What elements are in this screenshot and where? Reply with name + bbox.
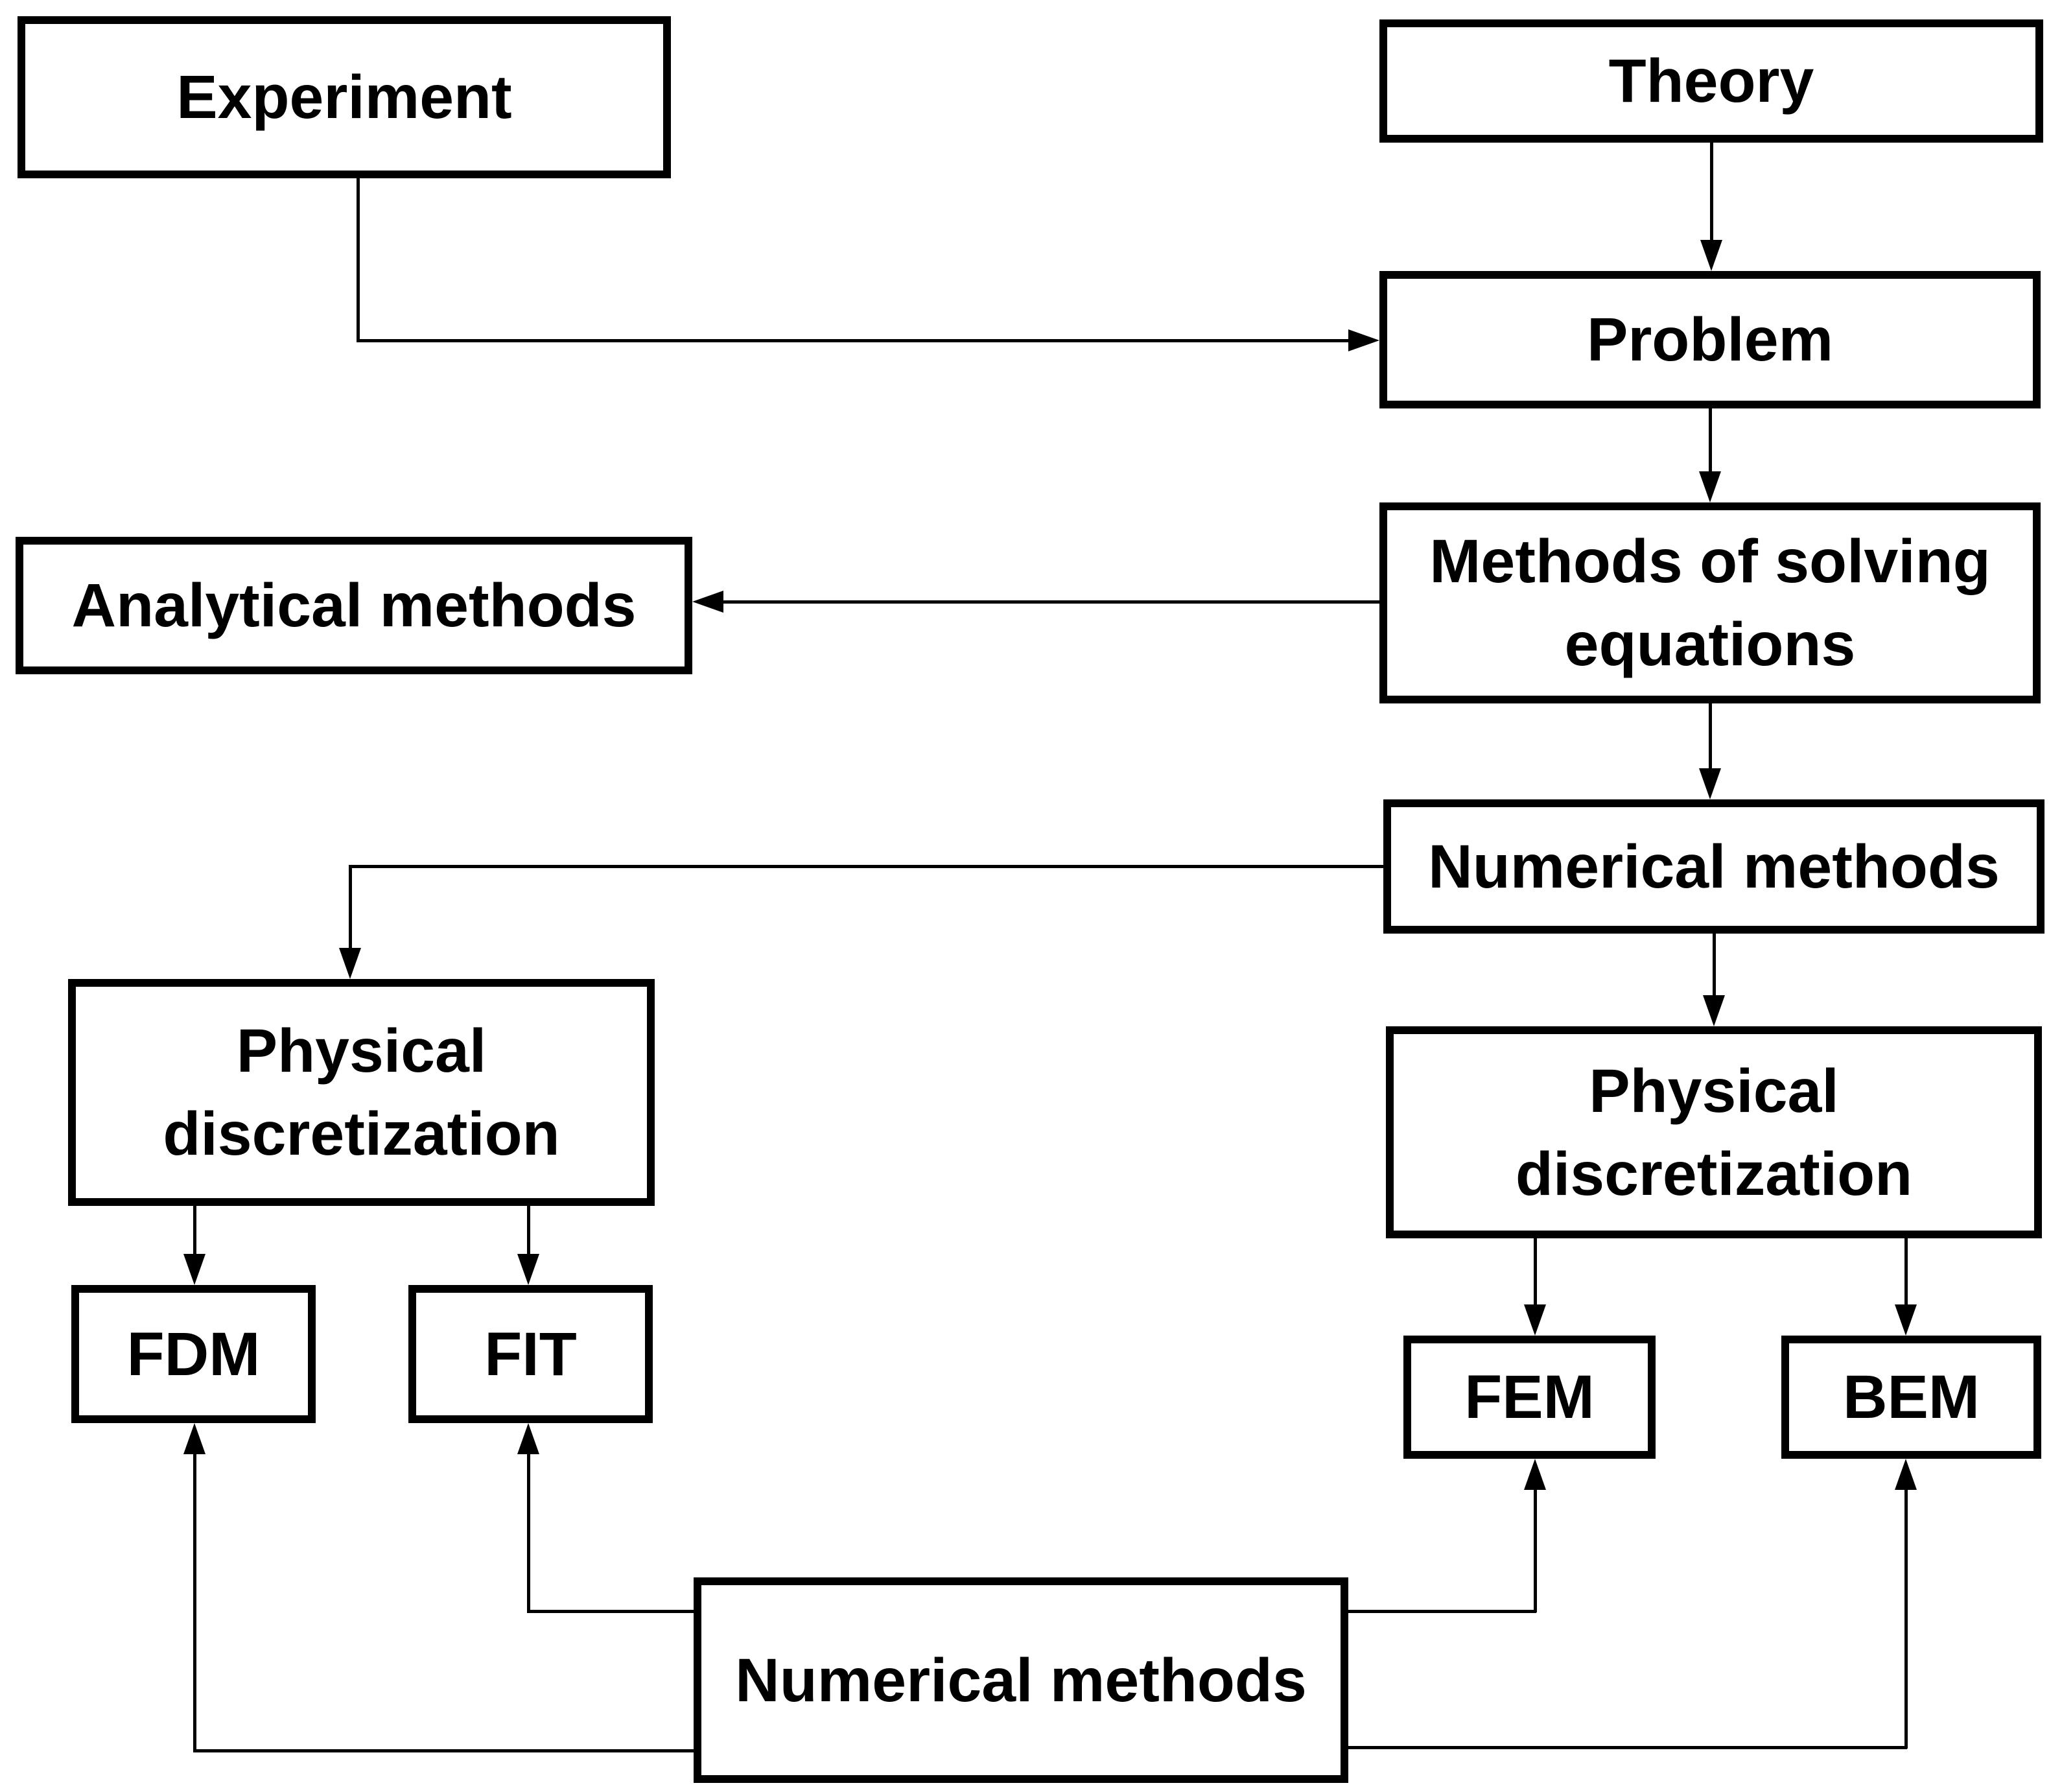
node-physical-discretization-left-label-line1: Physical xyxy=(236,1017,487,1085)
edge-physright-fem-stem xyxy=(1534,1238,1537,1306)
node-fem-label: FEM xyxy=(1464,1363,1595,1432)
edge-numbottom-fem-stem-vertical xyxy=(1534,1489,1537,1612)
edge-numbottom-bem-stem-vertical xyxy=(1904,1489,1908,1749)
edge-experiment-problem-stem-vertical xyxy=(357,178,360,340)
edge-numbottom-fdm-stem-horizontal xyxy=(193,1749,694,1752)
node-analytical-methods: Analytical methods xyxy=(16,537,692,674)
edge-theory-problem-arrowhead xyxy=(1700,240,1722,271)
edge-methods-numerical-arrowhead xyxy=(1699,768,1721,799)
edge-physleft-fit-arrowhead xyxy=(517,1254,539,1285)
node-fit-label: FIT xyxy=(484,1319,577,1389)
edge-numerical-physleft-arrowhead xyxy=(339,948,361,979)
node-fem: FEM xyxy=(1403,1336,1656,1459)
node-bem: BEM xyxy=(1781,1336,2041,1459)
node-theory: Theory xyxy=(1379,19,2043,143)
edge-numbottom-fdm-arrowhead xyxy=(183,1423,205,1454)
node-physical-discretization-right: Physical discretization xyxy=(1386,1026,2042,1238)
edge-methods-analytical-arrowhead xyxy=(692,591,723,613)
node-analytical-methods-label: Analytical methods xyxy=(71,571,637,640)
node-fdm-label: FDM xyxy=(126,1319,261,1389)
node-physical-discretization-right-label-line2: discretization xyxy=(1515,1139,1913,1208)
edge-numbottom-bem-stem-horizontal xyxy=(1348,1746,1907,1749)
edge-numbottom-fit-stem-horizontal xyxy=(527,1610,694,1613)
node-numerical-methods-bottom: Numerical methods xyxy=(694,1577,1348,1783)
node-bem-label: BEM xyxy=(1842,1363,1980,1432)
edge-physright-fem-arrowhead xyxy=(1524,1304,1546,1336)
node-problem-label: Problem xyxy=(1586,305,1834,374)
node-problem: Problem xyxy=(1379,271,2041,408)
edge-methods-analytical-stem xyxy=(722,600,1379,604)
node-physical-discretization-left: Physical discretization xyxy=(68,979,655,1206)
edge-numerical-physleft-stem-horizontal xyxy=(349,865,1383,868)
node-experiment-label: Experiment xyxy=(176,63,512,132)
node-methods-of-solving-equations-label-line2: equations xyxy=(1564,610,1856,679)
node-numerical-methods-bottom-label: Numerical methods xyxy=(735,1645,1307,1715)
node-methods-of-solving-equations-label-line1: Methods of solving xyxy=(1429,527,1991,596)
edge-numbottom-fdm-stem-vertical xyxy=(193,1453,196,1752)
node-numerical-methods-label: Numerical methods xyxy=(1428,832,2000,901)
edge-theory-problem-stem xyxy=(1710,143,1713,241)
node-fit: FIT xyxy=(408,1285,653,1423)
edge-numerical-physright-stem xyxy=(1713,934,1716,996)
edge-numerical-physright-arrowhead xyxy=(1703,995,1725,1026)
edge-numbottom-fem-stem-horizontal xyxy=(1348,1610,1536,1613)
edge-methods-numerical-stem xyxy=(1709,703,1712,770)
edge-problem-methods-arrowhead xyxy=(1699,471,1721,502)
edge-physleft-fdm-stem xyxy=(193,1206,196,1255)
node-theory-label: Theory xyxy=(1608,47,1814,115)
edge-experiment-problem-stem-horizontal xyxy=(357,339,1350,342)
node-numerical-methods: Numerical methods xyxy=(1383,799,2044,934)
edge-physleft-fit-stem xyxy=(527,1206,530,1255)
node-physical-discretization-right-label-line1: Physical xyxy=(1589,1056,1839,1126)
node-methods-of-solving-equations: Methods of solving equations xyxy=(1379,502,2041,703)
edge-numbottom-bem-arrowhead xyxy=(1895,1459,1917,1490)
edge-problem-methods-stem xyxy=(1709,408,1712,473)
edge-numbottom-fem-arrowhead xyxy=(1524,1459,1546,1490)
edge-experiment-problem-arrowhead xyxy=(1348,329,1379,351)
edge-numerical-physleft-stem-vertical xyxy=(349,865,352,949)
node-physical-discretization-left-label-line2: discretization xyxy=(163,1100,560,1168)
node-experiment: Experiment xyxy=(18,16,671,178)
node-fdm: FDM xyxy=(71,1285,316,1423)
edge-physright-bem-arrowhead xyxy=(1895,1304,1917,1336)
edge-physleft-fdm-arrowhead xyxy=(183,1254,205,1285)
edge-numbottom-fit-arrowhead xyxy=(517,1423,539,1454)
edge-numbottom-fit-stem-vertical xyxy=(527,1453,530,1612)
edge-physright-bem-stem xyxy=(1904,1238,1908,1306)
